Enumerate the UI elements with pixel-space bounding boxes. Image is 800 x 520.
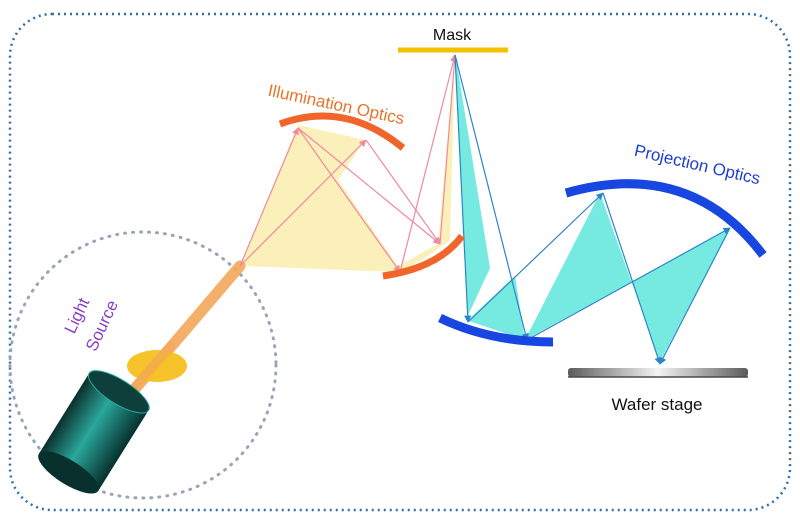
light-source-boundary xyxy=(8,230,278,500)
wafer-stage-label: Wafer stage xyxy=(611,395,702,414)
projection-mirror-large xyxy=(564,179,767,258)
illumination-mirror-upper xyxy=(278,112,406,151)
projection-mirror-small xyxy=(438,313,554,347)
illumination-rays xyxy=(239,54,459,273)
illumination-beam-fill xyxy=(240,52,455,272)
light-source-body xyxy=(38,370,150,494)
wafer-stage-plate xyxy=(568,368,748,377)
outer-frame xyxy=(8,12,792,512)
illumination-mirror-lower xyxy=(382,233,465,280)
projection-beam-fill xyxy=(455,52,730,362)
projection-rays xyxy=(454,54,731,365)
mask-label: Mask xyxy=(433,27,472,44)
